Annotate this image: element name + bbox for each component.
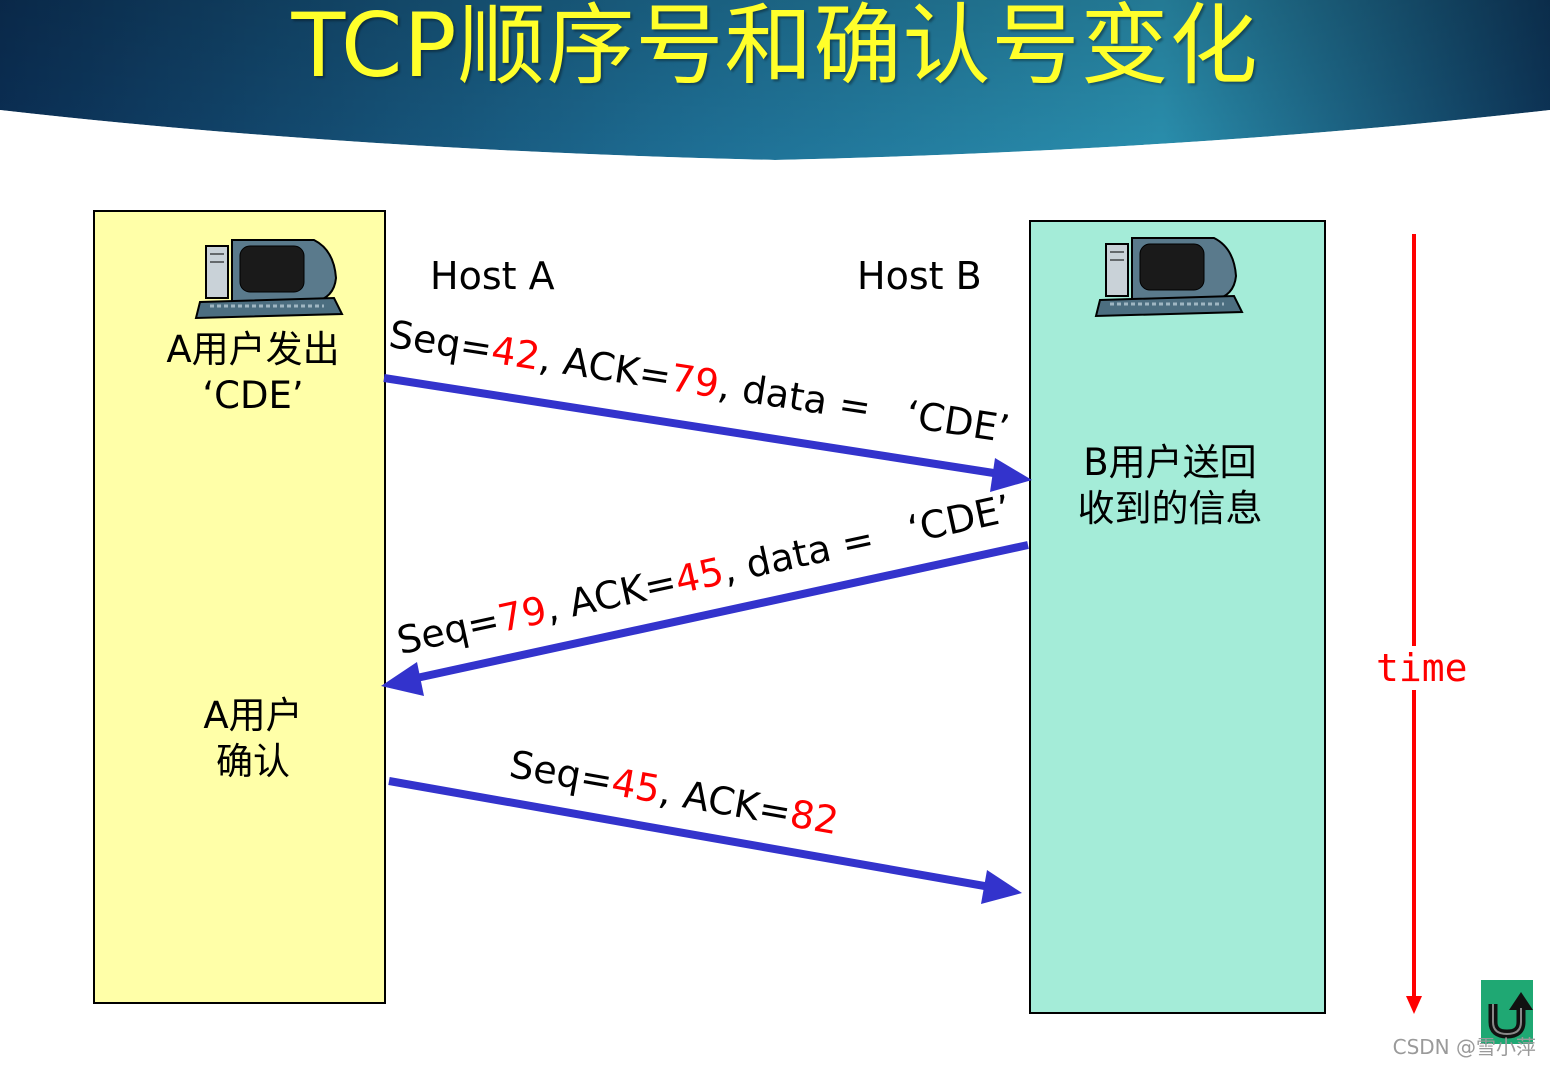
return-icon (1488, 992, 1533, 1039)
host-b-box (1029, 220, 1326, 1014)
arrow-a-to-b-1 (383, 374, 1032, 492)
computer-icon (1094, 237, 1244, 318)
page-title: TCP顺序号和确认号变化 (291, 0, 1259, 97)
host-b-line2: 收到的信息 (1077, 487, 1263, 530)
host-b-label: Host B (857, 254, 982, 298)
host-b-text: B用户送回 收到的信息 (1040, 440, 1300, 532)
message-1-ack: 79 (667, 355, 723, 407)
message-3-ack: 82 (786, 791, 842, 844)
host-b-line1: B用户送回 (1083, 441, 1257, 484)
host-a-ack-text: A用户 确认 (110, 693, 396, 785)
computer-icon (194, 239, 344, 320)
message-1-seq: 42 (488, 327, 544, 379)
title-banner (0, 0, 1550, 182)
arrow-a-to-b-2 (388, 777, 1022, 904)
host-a-ack-line1: A用户 (203, 694, 303, 737)
return-button[interactable] (1481, 980, 1533, 1044)
host-a-box (93, 210, 386, 1004)
host-a-send-line2: ‘CDE’ (202, 374, 304, 417)
host-a-label: Host A (430, 254, 555, 298)
message-3-seq: 45 (608, 759, 664, 812)
arrow-b-to-a (381, 541, 1029, 696)
host-a-send-text: A用户发出 ‘CDE’ (110, 327, 396, 419)
time-axis (1406, 234, 1422, 1014)
watermark: CSDN @雪小萍 (1392, 1035, 1536, 1059)
host-a-send-line1: A用户发出 (166, 328, 340, 371)
time-label: time (1374, 646, 1470, 690)
host-a-ack-line2: 确认 (216, 740, 290, 783)
